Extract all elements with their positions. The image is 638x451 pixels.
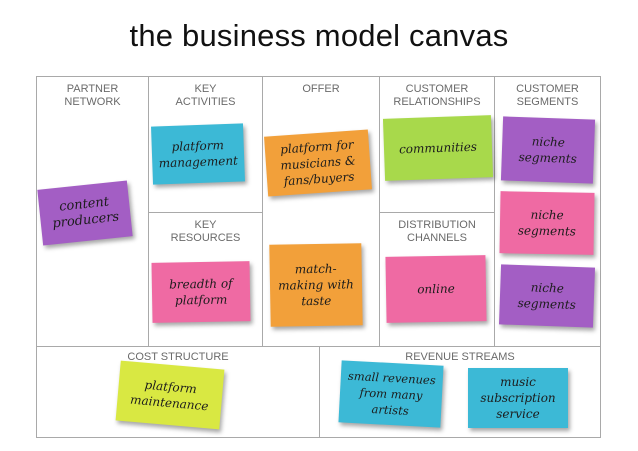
sticky-note-small-revenues: small revenues from many artists bbox=[338, 360, 444, 428]
sticky-note-breadth-of-platform: breadth of platform bbox=[151, 261, 251, 323]
sticky-note-platform-maintenance: platform maintenance bbox=[115, 360, 225, 430]
customer-relationships-label: CUSTOMER RELATIONSHIPS bbox=[393, 83, 481, 108]
sticky-note-niche-segments-1: niche segments bbox=[500, 116, 596, 184]
sticky-note-platform-for-musicians: platform for musicians & fans/buyers bbox=[264, 129, 372, 197]
sticky-note-communities: communities bbox=[382, 115, 494, 181]
key-activities-label: KEY ACTIVITIES bbox=[175, 83, 236, 108]
page-title: the business model canvas bbox=[129, 18, 509, 53]
sticky-note-music-subscription: music subscription service bbox=[468, 368, 568, 428]
cost-structure-cell: COST STRUCTURE bbox=[36, 346, 320, 438]
sticky-note-online: online bbox=[385, 255, 487, 323]
distribution-channels-label: DISTRIBUTION CHANNELS bbox=[398, 219, 476, 244]
distribution-channels-cell: DISTRIBUTION CHANNELS bbox=[379, 212, 495, 347]
sticky-note-niche-segments-2: niche segments bbox=[499, 191, 595, 255]
sticky-note-match-making: match- making with taste bbox=[269, 243, 363, 327]
sticky-note-niche-segments-3: niche segments bbox=[498, 264, 596, 328]
key-resources-label: KEY RESOURCES bbox=[170, 219, 241, 244]
business-model-canvas: PARTNER NETWORK KEY ACTIVITIES KEY RESOU… bbox=[36, 76, 601, 438]
customer-segments-label: CUSTOMER SEGMENTS bbox=[516, 83, 579, 108]
partner-network-label: PARTNER NETWORK bbox=[64, 83, 121, 108]
revenue-streams-label: REVENUE STREAMS bbox=[405, 351, 515, 363]
offer-label: OFFER bbox=[302, 83, 340, 95]
cost-structure-label: COST STRUCTURE bbox=[127, 351, 229, 363]
sticky-note-platform-management: platform management bbox=[151, 123, 245, 185]
revenue-streams-cell: REVENUE STREAMS bbox=[319, 346, 601, 438]
sticky-note-content-producers: content producers bbox=[37, 180, 133, 246]
